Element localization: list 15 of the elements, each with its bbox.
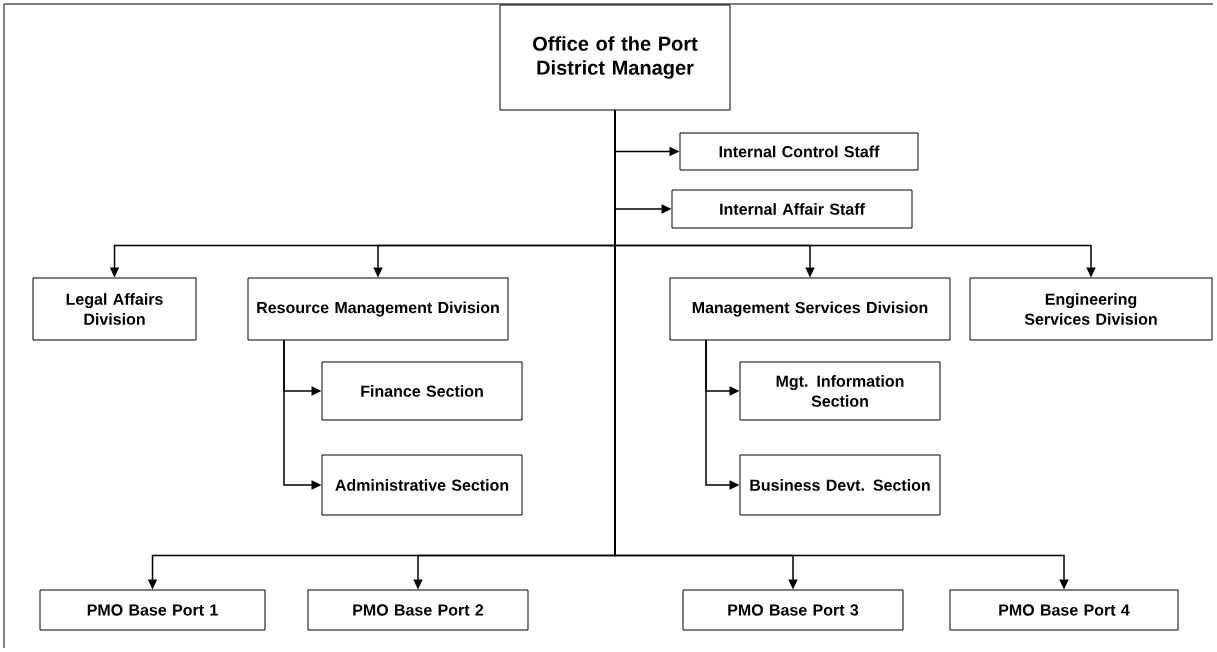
org-box: Legal Affairs Division	[32, 277, 197, 341]
org-box: Mgt. Information Section	[739, 361, 941, 421]
org-box: Internal Affair Staff	[671, 189, 913, 229]
org-box: Internal Control Staff	[679, 132, 919, 171]
org-box: PMO Base Port 4	[949, 589, 1179, 631]
org-box: Business Devt. Section	[739, 454, 941, 516]
org-box: PMO Base Port 3	[682, 589, 904, 631]
org-box: PMO Base Port 1	[39, 589, 266, 631]
org-box: Office of the Port District Manager	[499, 4, 731, 111]
org-box: Resource Management Division	[247, 277, 509, 341]
org-box: Finance Section	[321, 361, 523, 421]
org-box: PMO Base Port 2	[307, 589, 529, 631]
org-box: Administrative Section	[321, 454, 523, 516]
org-box: Management Services Division	[669, 277, 951, 341]
org-box: Engineering Services Division	[969, 277, 1213, 341]
